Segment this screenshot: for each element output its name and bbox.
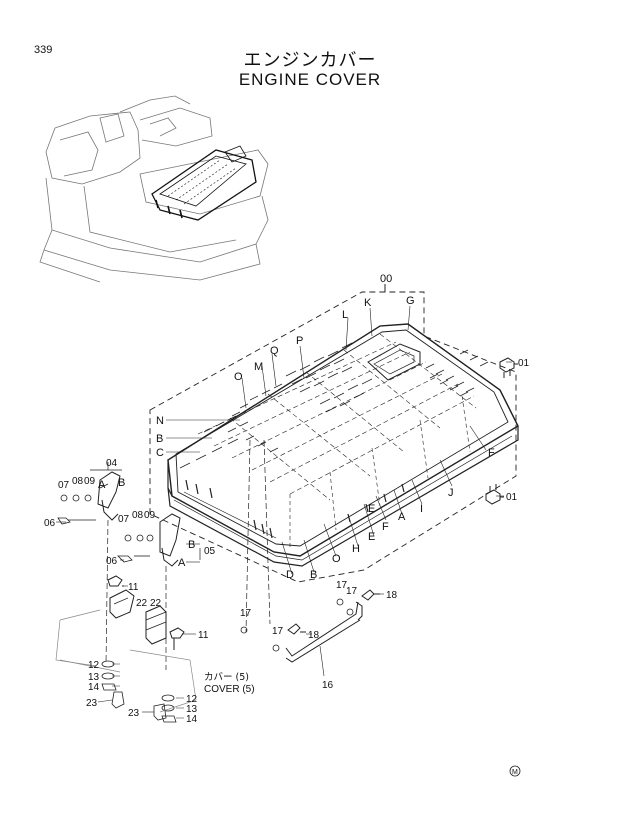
letter-p: P	[296, 335, 303, 347]
washers-left	[101, 660, 125, 709]
engine-cover-highlight	[151, 145, 257, 221]
fasteners-group-a	[57, 494, 96, 525]
letter-f-bottom: F	[382, 521, 389, 533]
clip-18-left	[287, 623, 306, 635]
letter-m: M	[254, 361, 263, 373]
label-04: 04	[106, 458, 118, 469]
label-23b: 23	[128, 708, 140, 719]
label-09a: 09	[84, 476, 96, 487]
letter-o-bottom: O	[332, 553, 341, 565]
letter-e-lower: E	[368, 531, 375, 543]
handle-16	[285, 601, 363, 663]
bolt-11-left	[107, 575, 124, 587]
latch-bracket-05	[159, 513, 201, 567]
label-09b: 09	[144, 510, 156, 521]
fasteners-group-b	[117, 534, 154, 563]
label-22a: 22	[136, 598, 148, 609]
label-14b: 14	[186, 714, 198, 725]
bolt-11-right	[169, 627, 185, 650]
label-13b: 13	[186, 704, 198, 715]
assembly-boundary	[149, 291, 517, 583]
label-18b: 18	[308, 630, 320, 641]
guide-lines	[105, 439, 271, 670]
label-17c: 17	[336, 580, 348, 591]
label-17a: 17	[240, 608, 252, 619]
letter-e-upper: E	[368, 503, 375, 515]
label-14a: 14	[88, 682, 100, 693]
label-01-bottom: 01	[506, 492, 518, 503]
label-01-top: 01	[518, 358, 530, 369]
label-11a: 11	[128, 582, 139, 593]
letter-b-top: B	[156, 433, 163, 445]
letter-i: I	[420, 503, 423, 515]
letter-g: G	[406, 295, 415, 307]
maker-mark: M	[509, 765, 521, 777]
letter-h: H	[352, 543, 360, 555]
label-11b: 11	[198, 630, 209, 641]
label-17d: 17	[346, 586, 358, 597]
label-12a: 12	[88, 660, 100, 671]
clip-18-right	[361, 589, 380, 601]
letter-f-right: F	[488, 447, 495, 459]
letter-leaders	[166, 305, 487, 575]
letter-b-bottom: B	[310, 569, 317, 581]
label-06a: 06	[44, 518, 56, 529]
number-leaders	[56, 361, 512, 719]
label-17b: 17	[272, 626, 284, 637]
label-05: 05	[204, 546, 216, 557]
label-07b: 07	[118, 514, 130, 525]
letter-o-top: O	[234, 371, 243, 383]
washers-right	[153, 694, 177, 723]
screws-17	[240, 598, 354, 652]
letter-j: J	[448, 487, 454, 499]
maker-mark-letter: M	[512, 769, 518, 776]
label-08a: 08	[72, 476, 84, 487]
bolt-01-top	[499, 357, 518, 378]
label-06b: 06	[106, 556, 118, 567]
letter-c: C	[156, 447, 164, 459]
letter-a-bottom: A	[398, 511, 406, 523]
letter-b-mid: B	[188, 539, 195, 551]
letter-a-mid: A	[178, 557, 186, 569]
letter-b-left: B	[118, 477, 125, 489]
frame-outline	[55, 609, 197, 713]
cover-note: COVER (5)	[204, 684, 255, 695]
page-title: ENGINE COVER	[238, 70, 382, 89]
label-12b: 12	[186, 694, 198, 705]
label-08b: 08	[132, 510, 144, 521]
bracket-22-left	[109, 589, 135, 619]
label-23a: 23	[86, 698, 98, 709]
damper-22-right	[145, 605, 167, 645]
machine-overview-thumbnail	[39, 95, 269, 283]
label-16: 16	[322, 680, 334, 691]
engine-cover	[167, 323, 519, 567]
letter-q: Q	[270, 345, 279, 357]
letter-k: K	[364, 297, 372, 309]
bolt-01-bottom	[485, 484, 504, 505]
latch-bracket-04	[90, 462, 122, 521]
letter-l: L	[342, 309, 348, 321]
label-18a: 18	[386, 590, 398, 601]
label-22b: 22	[150, 598, 162, 609]
letter-d: D	[286, 569, 294, 581]
page-title-japanese: エンジンカバー	[243, 50, 377, 71]
label-07a: 07	[58, 480, 70, 491]
label-13a: 13	[88, 672, 100, 683]
letter-n: N	[156, 415, 164, 427]
label-00: 00	[380, 273, 392, 285]
page-number: 339	[34, 44, 53, 56]
letter-a-left: A	[98, 479, 106, 491]
cover-note-japanese: カバー (5)	[204, 672, 249, 683]
